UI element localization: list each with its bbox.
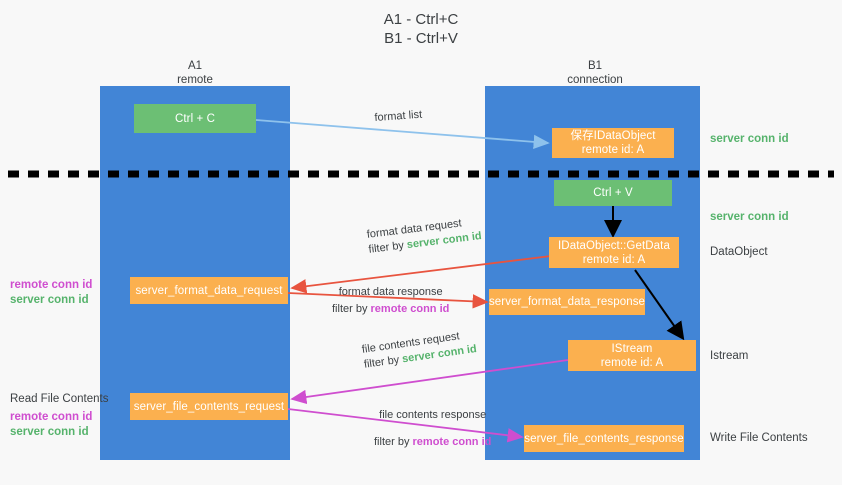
node-idataobject-getdata-line1: IDataObject::GetData xyxy=(558,239,670,252)
page-title: A1 - Ctrl+C B1 - Ctrl+V xyxy=(0,10,842,48)
node-idataobject-getdata[interactable]: IDataObject::GetData remote id: A xyxy=(549,237,679,268)
node-ctrl-v-label: Ctrl + V xyxy=(593,187,633,199)
node-server-file-contents-request-label: server_file_contents_request xyxy=(133,400,285,413)
annotation-server-conn-id-1: server conn id xyxy=(10,294,89,306)
column-b1-sub: connection xyxy=(567,74,623,86)
annotation-remote-conn-id-2: remote conn id xyxy=(10,411,93,423)
node-idataobject-getdata-line2: remote id: A xyxy=(582,253,646,266)
title-line-2: B1 - Ctrl+V xyxy=(384,30,458,47)
edge-label-format-data-response-title: format data response xyxy=(338,286,443,298)
edge-label-file-contents-response-filter: filter by remote conn id xyxy=(374,434,491,451)
node-ctrl-v[interactable]: Ctrl + V xyxy=(554,180,672,206)
edge-label-format-list-text: format list xyxy=(374,108,423,124)
node-server-file-contents-response-label: server_file_contents_response xyxy=(524,432,684,445)
annotation-write-file-contents: Write File Contents xyxy=(710,432,808,444)
annotation-read-file-contents: Read File Contents xyxy=(10,393,109,405)
annotation-remote-conn-id-1: remote conn id xyxy=(10,279,93,291)
node-save-idataobject-line2: remote id: A xyxy=(581,144,645,156)
edge-label-format-data-request: format data request filter by server con… xyxy=(366,214,483,258)
filter-key-remote-conn-id: remote conn id xyxy=(412,436,492,448)
column-header-a1: A1 remote xyxy=(120,59,270,87)
node-server-format-data-response-label: server_format_data_response xyxy=(488,296,646,308)
title-line-1: A1 - Ctrl+C xyxy=(383,11,459,28)
node-istream-line2: remote id: A xyxy=(600,356,664,369)
node-save-idataobject-line1: 保存IDataObject xyxy=(570,130,656,142)
node-server-format-data-request[interactable]: server_format_data_request xyxy=(130,277,288,304)
annotation-left-conn-id-pair-1: remote conn id server conn id xyxy=(10,278,92,308)
annotation-left-conn-id-pair-2: remote conn id server conn id xyxy=(10,410,92,440)
column-a1-sub: remote xyxy=(177,74,213,86)
node-server-format-data-response[interactable]: server_format_data_response xyxy=(489,289,645,315)
node-ctrl-c-label: Ctrl + C xyxy=(174,112,216,125)
filter-prefix: filter by xyxy=(367,239,408,256)
filter-key-remote-conn-id: remote conn id xyxy=(370,303,450,315)
filter-prefix: filter by xyxy=(332,303,371,315)
annotation-istream: Istream xyxy=(710,350,749,362)
column-b1-name: B1 xyxy=(587,60,603,72)
filter-prefix: filter by xyxy=(374,436,413,448)
annotation-dataobject: DataObject xyxy=(710,246,768,258)
annotation-server-conn-id-2: server conn id xyxy=(10,426,89,438)
node-istream-line1: IStream xyxy=(611,342,653,355)
node-ctrl-c[interactable]: Ctrl + C xyxy=(134,104,256,133)
node-server-file-contents-request[interactable]: server_file_contents_request xyxy=(130,393,288,420)
edge-label-format-list: format list xyxy=(374,108,423,126)
node-istream[interactable]: IStream remote id: A xyxy=(568,340,696,371)
column-header-b1: B1 connection xyxy=(520,59,670,87)
node-server-file-contents-response[interactable]: server_file_contents_response xyxy=(524,425,684,452)
edge-label-format-data-response-filter: filter by remote conn id xyxy=(332,301,449,318)
annotation-server-conn-id-top: server conn id xyxy=(710,133,789,145)
annotation-server-conn-id-second: server conn id xyxy=(710,211,789,223)
edge-label-format-data-response: format data response filter by remote co… xyxy=(332,284,449,318)
edge-label-file-contents-request: file contents request filter by server c… xyxy=(361,327,478,373)
edge-label-file-contents-response: file contents response filter by remote … xyxy=(374,407,491,451)
column-a1-name: A1 xyxy=(187,60,203,72)
filter-prefix: filter by xyxy=(363,353,404,371)
node-save-idataobject[interactable]: 保存IDataObject remote id: A xyxy=(552,128,674,158)
edge-label-file-contents-response-title: file contents response xyxy=(379,409,487,421)
node-server-format-data-request-label: server_format_data_request xyxy=(135,284,283,297)
